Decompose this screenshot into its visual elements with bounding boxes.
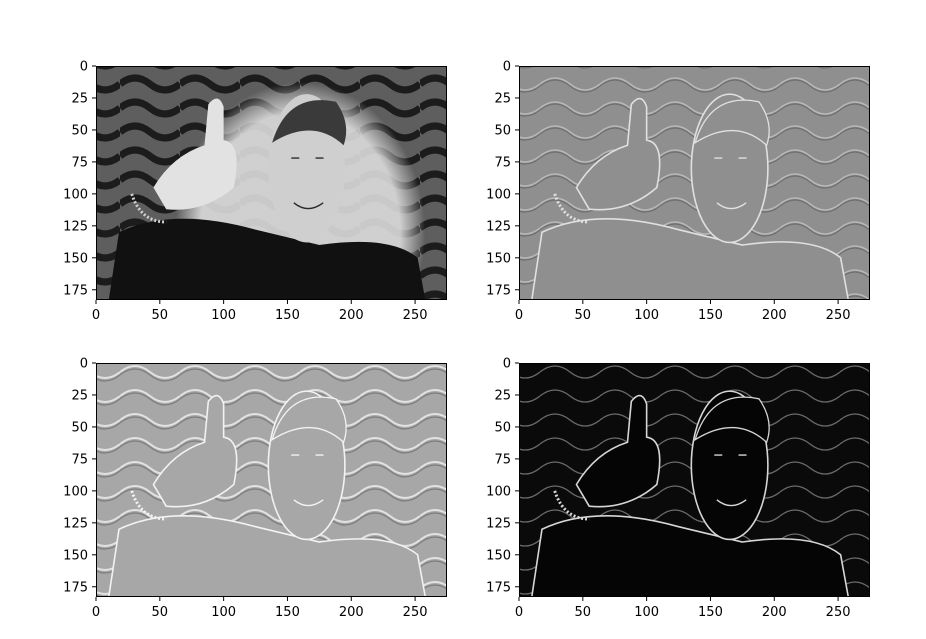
hair-shape bbox=[694, 99, 770, 147]
y-tick-label: 50 bbox=[71, 123, 88, 138]
y-tick-label: 25 bbox=[494, 388, 511, 403]
y-tick-label: 100 bbox=[486, 187, 511, 202]
panel-image bbox=[519, 66, 870, 300]
panel-edge-magnitude: 0 50 100 150 200 250 0 25 50 75 100 125 150 175 bbox=[486, 357, 870, 620]
x-tick-label: 100 bbox=[211, 605, 236, 620]
torso-shape bbox=[108, 218, 426, 300]
x-tick-label: 250 bbox=[403, 605, 428, 620]
panel-original-grayscale: 0 50 100 150 200 250 0 25 50 75 100 125 150 175 bbox=[63, 60, 447, 323]
thumbs-up-hand bbox=[153, 98, 237, 210]
axes-frame bbox=[519, 66, 870, 300]
hair-shape bbox=[272, 100, 347, 146]
y-tick-label: 125 bbox=[63, 516, 88, 531]
y-tick-label: 100 bbox=[486, 484, 511, 499]
x-tick-label: 250 bbox=[826, 605, 851, 620]
bracelet bbox=[130, 490, 167, 521]
y-tick-label: 150 bbox=[486, 548, 511, 563]
x-tick-label: 150 bbox=[275, 605, 300, 620]
face-features bbox=[291, 157, 324, 210]
x-tick-label: 200 bbox=[339, 605, 364, 620]
x-tick-label: 0 bbox=[92, 308, 100, 323]
y-tick-label: 125 bbox=[486, 516, 511, 531]
face-features bbox=[714, 454, 747, 507]
x-tick-label: 50 bbox=[575, 605, 592, 620]
y-tick-label: 175 bbox=[63, 580, 88, 595]
y-tick-label: 0 bbox=[503, 357, 511, 372]
x-tick-label: 150 bbox=[275, 308, 300, 323]
x-tick-label: 50 bbox=[152, 605, 169, 620]
x-tick-label: 200 bbox=[762, 605, 787, 620]
face-features bbox=[714, 157, 747, 210]
torso-shape bbox=[530, 515, 850, 597]
x-tick-label: 250 bbox=[403, 308, 428, 323]
y-tick-label: 25 bbox=[71, 388, 88, 403]
panel-image bbox=[96, 363, 447, 597]
x-tick-label: 50 bbox=[575, 308, 592, 323]
x-tick-label: 100 bbox=[634, 605, 659, 620]
y-tick-label: 100 bbox=[63, 187, 88, 202]
y-tick-label: 75 bbox=[71, 155, 88, 170]
bracelet bbox=[553, 193, 590, 224]
bracelet bbox=[553, 490, 590, 521]
x-tick-label: 0 bbox=[515, 605, 523, 620]
x-tick-label: 150 bbox=[698, 308, 723, 323]
y-tick-label: 0 bbox=[80, 357, 88, 372]
y-tick-label: 75 bbox=[71, 452, 88, 467]
torso-shape bbox=[107, 515, 427, 597]
x-tick-label: 0 bbox=[515, 308, 523, 323]
axes-frame bbox=[96, 66, 447, 300]
y-tick-label: 175 bbox=[486, 580, 511, 595]
y-tick-label: 175 bbox=[63, 283, 88, 298]
panel-image bbox=[519, 363, 870, 597]
y-tick-label: 100 bbox=[63, 484, 88, 499]
x-tick-label: 0 bbox=[92, 605, 100, 620]
y-tick-label: 50 bbox=[71, 420, 88, 435]
panel-image bbox=[96, 66, 447, 300]
axes-frame bbox=[96, 363, 447, 597]
y-tick-label: 25 bbox=[71, 91, 88, 106]
thumbs-up-hand bbox=[575, 97, 661, 211]
y-tick-label: 150 bbox=[486, 251, 511, 266]
panel-edge-filter-y: 0 50 100 150 200 250 0 25 50 75 100 125 150 175 bbox=[63, 357, 447, 620]
axes-frame bbox=[519, 363, 870, 597]
y-tick-label: 0 bbox=[80, 60, 88, 75]
face-features bbox=[291, 454, 324, 507]
y-tick-label: 75 bbox=[494, 452, 511, 467]
torso-shape bbox=[530, 218, 850, 300]
y-tick-label: 25 bbox=[494, 91, 511, 106]
thumbs-up-hand bbox=[152, 394, 238, 508]
y-tick-label: 75 bbox=[494, 155, 511, 170]
x-tick-label: 100 bbox=[211, 308, 236, 323]
y-tick-label: 125 bbox=[486, 219, 511, 234]
x-tick-label: 200 bbox=[762, 308, 787, 323]
y-tick-label: 175 bbox=[486, 283, 511, 298]
y-tick-label: 50 bbox=[494, 123, 511, 138]
y-tick-label: 50 bbox=[494, 420, 511, 435]
x-tick-label: 50 bbox=[152, 308, 169, 323]
thumbs-up-hand bbox=[575, 394, 661, 508]
x-tick-label: 250 bbox=[826, 308, 851, 323]
bracelet bbox=[130, 193, 167, 224]
y-tick-label: 0 bbox=[503, 60, 511, 75]
hair-shape bbox=[694, 396, 770, 444]
x-tick-label: 150 bbox=[698, 605, 723, 620]
x-tick-label: 200 bbox=[339, 308, 364, 323]
x-tick-label: 100 bbox=[634, 308, 659, 323]
hair-shape bbox=[271, 396, 347, 444]
y-tick-label: 150 bbox=[63, 251, 88, 266]
y-tick-label: 125 bbox=[63, 219, 88, 234]
y-tick-label: 150 bbox=[63, 548, 88, 563]
panel-edge-filter-x: 0 50 100 150 200 250 0 25 50 75 100 125 150 175 bbox=[486, 60, 870, 323]
